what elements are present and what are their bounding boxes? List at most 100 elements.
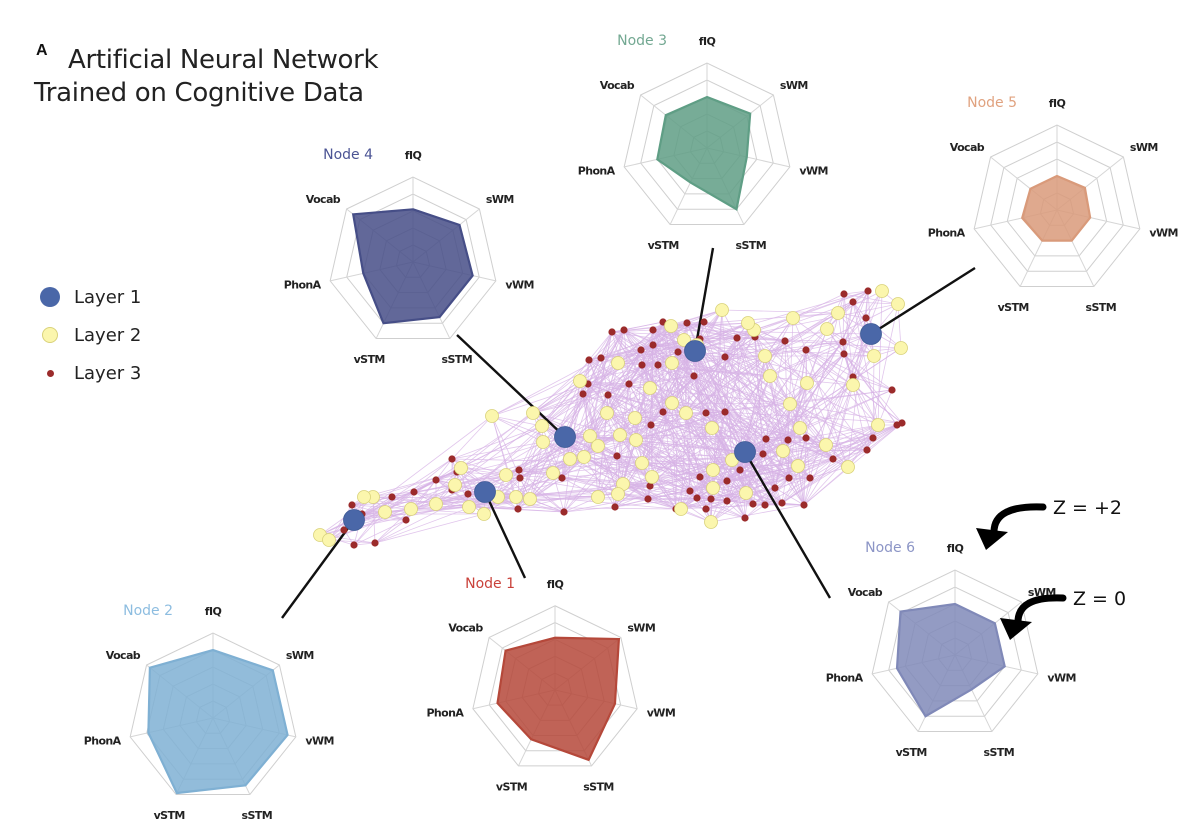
layer3-node: [721, 353, 729, 361]
network-edge: [805, 437, 868, 451]
axis-label-phona: PhonA: [284, 278, 322, 291]
network-edge: [657, 364, 664, 413]
network-edge: [699, 336, 756, 340]
radar-data-polygon: [1020, 174, 1092, 242]
network-edge: [468, 506, 677, 510]
network-edge: [607, 394, 687, 414]
network-edge: [897, 303, 902, 349]
network-edge: [607, 383, 630, 396]
network-edge: [582, 321, 664, 395]
network-edge: [588, 331, 613, 361]
axis-label-swm: sWM: [1130, 141, 1158, 154]
axis-label-vocab: Vocab: [600, 79, 635, 92]
network-edge: [805, 424, 879, 439]
network-edge: [693, 375, 707, 414]
layer2-node: [535, 419, 549, 433]
network-edge: [628, 375, 695, 385]
network-edge: [647, 490, 691, 500]
axis-label-phona: PhonA: [84, 734, 122, 747]
legend-label: Layer 1: [74, 286, 142, 308]
layer3-node: [620, 326, 628, 334]
network-edge: [699, 338, 879, 426]
network-edge: [662, 411, 698, 499]
legend-item-layer2: Layer 2: [36, 316, 141, 354]
network-edge: [843, 290, 869, 295]
layer2-nodes: [313, 284, 908, 547]
axis-label-sstm: sSTM: [984, 746, 1015, 759]
layer2-node: [705, 421, 719, 435]
network-edge: [519, 435, 591, 479]
network-edge: [413, 479, 437, 493]
node-title: Node 2: [123, 603, 173, 619]
network-edge: [582, 351, 679, 395]
axis-label-swm: sWM: [627, 622, 655, 635]
network-edge: [705, 412, 767, 440]
network-edge: [764, 477, 790, 506]
layer3-node: [696, 473, 704, 481]
network-edge: [611, 331, 643, 366]
axis-label-vstm: vSTM: [496, 780, 527, 793]
layer2-node: [791, 459, 805, 473]
layer3-node: [579, 390, 587, 398]
callout-line: [456, 334, 566, 438]
network-edge: [652, 321, 705, 331]
layer3-node: [611, 503, 619, 511]
network-edge: [865, 290, 869, 319]
layer3-node: [464, 490, 472, 498]
title-line-1: Artificial Neural Network: [68, 45, 379, 75]
layer3-node: [741, 514, 749, 522]
layer2-node: [739, 486, 753, 500]
network-edge: [579, 349, 642, 382]
layer3-node: [762, 435, 770, 443]
layer3-node: [674, 348, 682, 356]
layer2-node: [679, 406, 693, 420]
figure-title: Artificial Neural Network Trained on Cog…: [34, 44, 379, 110]
network-edge: [588, 359, 630, 385]
network-edge: [611, 329, 654, 333]
layer2-node: [591, 439, 605, 453]
network-edge: [781, 449, 868, 504]
layer2-node: [635, 456, 649, 470]
network-edge: [614, 498, 649, 508]
layer3-node: [806, 474, 814, 482]
layer2-dot-icon: [42, 327, 58, 343]
layer3-node: [560, 508, 568, 516]
network-edge: [710, 504, 805, 523]
network-edge: [731, 347, 902, 461]
axis-label-vwm: vWM: [1149, 226, 1177, 239]
layer2-node: [628, 411, 642, 425]
network-edge: [616, 455, 649, 500]
network-edge: [765, 438, 811, 479]
layer2-node: [706, 481, 720, 495]
network-edge: [451, 458, 643, 464]
network-edge: [616, 455, 733, 461]
axis-label-vocab: Vocab: [950, 141, 985, 154]
network-edge: [842, 301, 854, 343]
network-edge: [842, 293, 845, 343]
layer3-node: [608, 328, 616, 336]
axis-label-fiq: fIQ: [699, 35, 716, 48]
layer3-node: [829, 455, 837, 463]
network-edge: [689, 490, 783, 504]
layer2-node: [800, 376, 814, 390]
network-edge: [765, 341, 844, 440]
network-edge: [363, 471, 458, 498]
network-edge: [374, 496, 499, 544]
layer3-node: [585, 356, 593, 364]
radar-ring: [623, 62, 791, 226]
layer3-node: [402, 516, 410, 524]
layer3-node: [646, 482, 654, 490]
network-edge: [619, 383, 630, 436]
layer2-node: [871, 418, 885, 432]
network-edge: [703, 321, 756, 338]
network-edge: [451, 441, 544, 460]
network-edge: [724, 411, 764, 455]
layer2-node: [573, 374, 587, 388]
layer3-node: [771, 484, 779, 492]
network-edge: [353, 496, 393, 546]
radar-data-polygon: [351, 208, 474, 325]
network-edge: [582, 359, 590, 395]
radar-ring: [973, 124, 1141, 288]
